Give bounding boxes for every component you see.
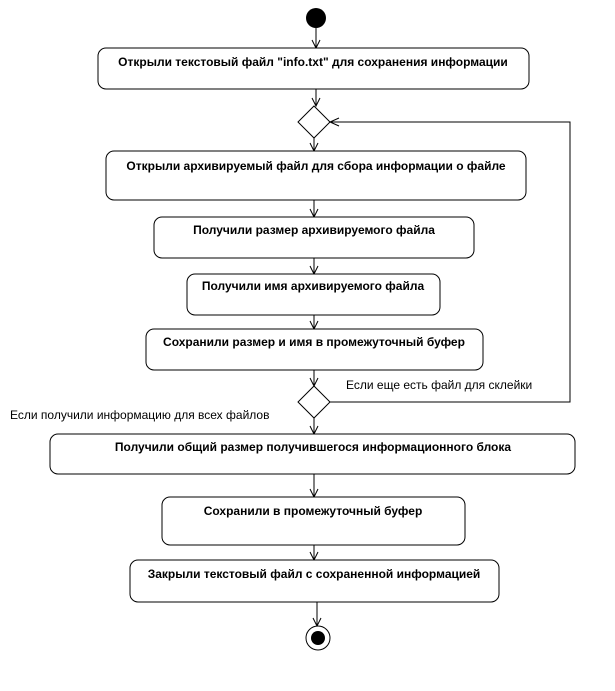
final-node-inner — [311, 631, 325, 645]
flow-loop-back — [330, 121, 571, 403]
action-open-archived-file — [105, 150, 527, 201]
arrowhead — [328, 117, 340, 127]
merge-node — [297, 105, 331, 139]
arrowhead — [311, 97, 321, 108]
action-get-total-size-label: Получили общий размер получившегося инфо… — [115, 440, 511, 454]
decision-node — [297, 385, 331, 419]
action-get-total-size — [49, 433, 576, 475]
action-open-archived-file-label: Открыли архивируемый файл для сбора инфо… — [126, 159, 506, 173]
action-save-to-buffer-label: Сохранили размер и имя в промежуточный б… — [163, 335, 465, 349]
guard-more-files: Если еще есть файл для склейки — [346, 378, 532, 392]
action-get-file-size-label: Получили размер архивируемого файла — [193, 223, 435, 237]
action-close-file-label: Закрыли текстовый файл с сохраненной инф… — [148, 567, 481, 581]
action-save-buffer-label: Сохранили в промежуточный буфер — [204, 504, 423, 518]
action-open-info-file-label: Открыли текстовый файл "info.txt" для со… — [118, 55, 508, 69]
guard-all-files-done: Если получили информацию для всех файлов — [10, 408, 269, 422]
action-close-file — [129, 559, 500, 603]
action-open-info-file — [97, 47, 530, 90]
initial-node — [306, 8, 326, 28]
action-get-file-name-label: Получили имя архивируемого файла — [202, 279, 425, 293]
